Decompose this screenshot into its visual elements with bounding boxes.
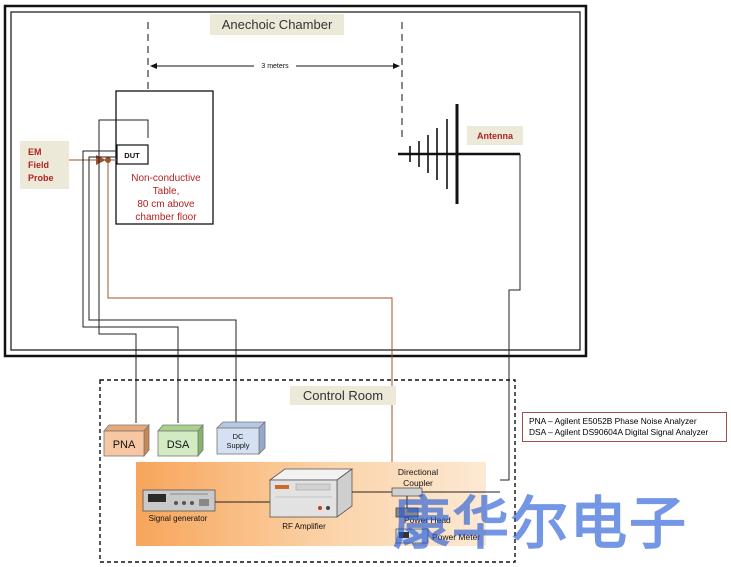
- table-line-2: Table,: [153, 186, 180, 197]
- dsa-label: DSA: [167, 439, 190, 451]
- antenna-label: Antenna: [477, 131, 514, 141]
- power-meter: Power Meter: [395, 528, 480, 544]
- dut-label: DUT: [124, 151, 140, 160]
- pna-label: PNA: [113, 439, 136, 451]
- signal-generator-device: Signal generator: [142, 489, 216, 523]
- dc-supply-line-1: DC: [233, 432, 244, 441]
- acronym-legend: PNA – Agilent E5052B Phase Noise Analyze…: [522, 412, 727, 442]
- control-room-title-bg: [290, 386, 396, 405]
- probe-line-2: Field: [28, 160, 49, 170]
- legend-pna: PNA – Agilent E5052B Phase Noise Analyze…: [529, 416, 697, 426]
- power-head-label: Power Head: [404, 515, 451, 525]
- directional-coupler-line-2: Coupler: [403, 478, 433, 488]
- rf-amplifier-label: RF Amplifier: [282, 522, 326, 531]
- signal-generator-label: Signal generator: [149, 514, 208, 523]
- directional-coupler-line-1: Directional: [398, 467, 438, 477]
- watermark: 康华尔电子: [393, 491, 688, 557]
- distance-label: 3 meters: [261, 63, 289, 70]
- anechoic-chamber: Anechoic Chamber: [3, 4, 588, 358]
- cables: [82, 119, 521, 481]
- dsa-box: DSA: [157, 423, 204, 458]
- probe-line-3: Probe: [28, 173, 54, 183]
- probe-tip: [105, 157, 111, 163]
- legend-dsa: DSA – Agilent DS90604A Digital Signal An…: [529, 427, 709, 437]
- chamber-title-bg: [210, 14, 344, 35]
- power-meter-label: Power Meter: [432, 532, 480, 542]
- dc-supply-line-2: Supply: [227, 441, 250, 450]
- dc-supply-box: DC Supply: [216, 421, 266, 455]
- antenna-label-bg: [467, 126, 523, 145]
- chamber-title: Anechoic Chamber: [222, 17, 333, 32]
- probe-label-bg: [20, 141, 69, 189]
- antenna-icon: [398, 104, 520, 204]
- pna-box: PNA: [103, 423, 150, 458]
- em-field-probe: EM Field Probe: [20, 141, 117, 189]
- rf-amplifier-device: RF Amplifier: [268, 468, 354, 531]
- table-line-3: 80 cm above: [137, 199, 195, 210]
- table-line-1: Non-conductive: [131, 173, 201, 184]
- probe-line-1: EM: [28, 147, 42, 157]
- dut-box: DUT: [116, 144, 149, 165]
- control-room-title: Control Room: [303, 388, 383, 403]
- table-line-4: chamber floor: [135, 212, 197, 223]
- control-room: Control Room: [99, 379, 516, 563]
